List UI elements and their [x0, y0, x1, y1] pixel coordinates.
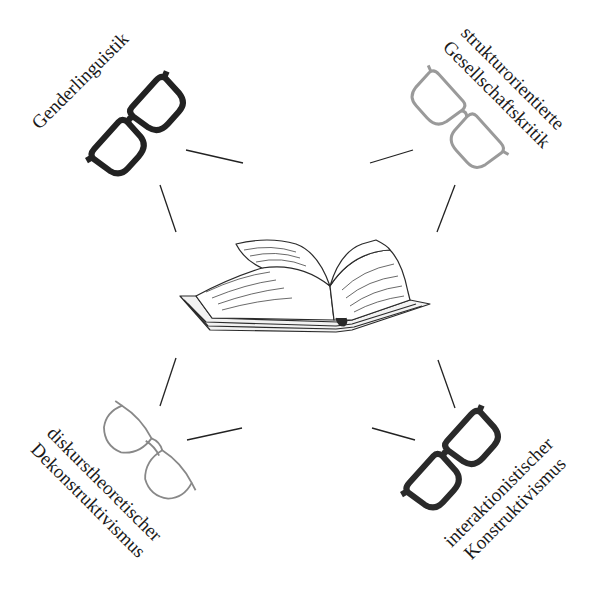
perspective-label: Genderlinguistik: [27, 27, 134, 134]
book-illustration: [180, 240, 430, 332]
leader-lines: [160, 150, 455, 440]
glasses-icon: [85, 70, 194, 185]
